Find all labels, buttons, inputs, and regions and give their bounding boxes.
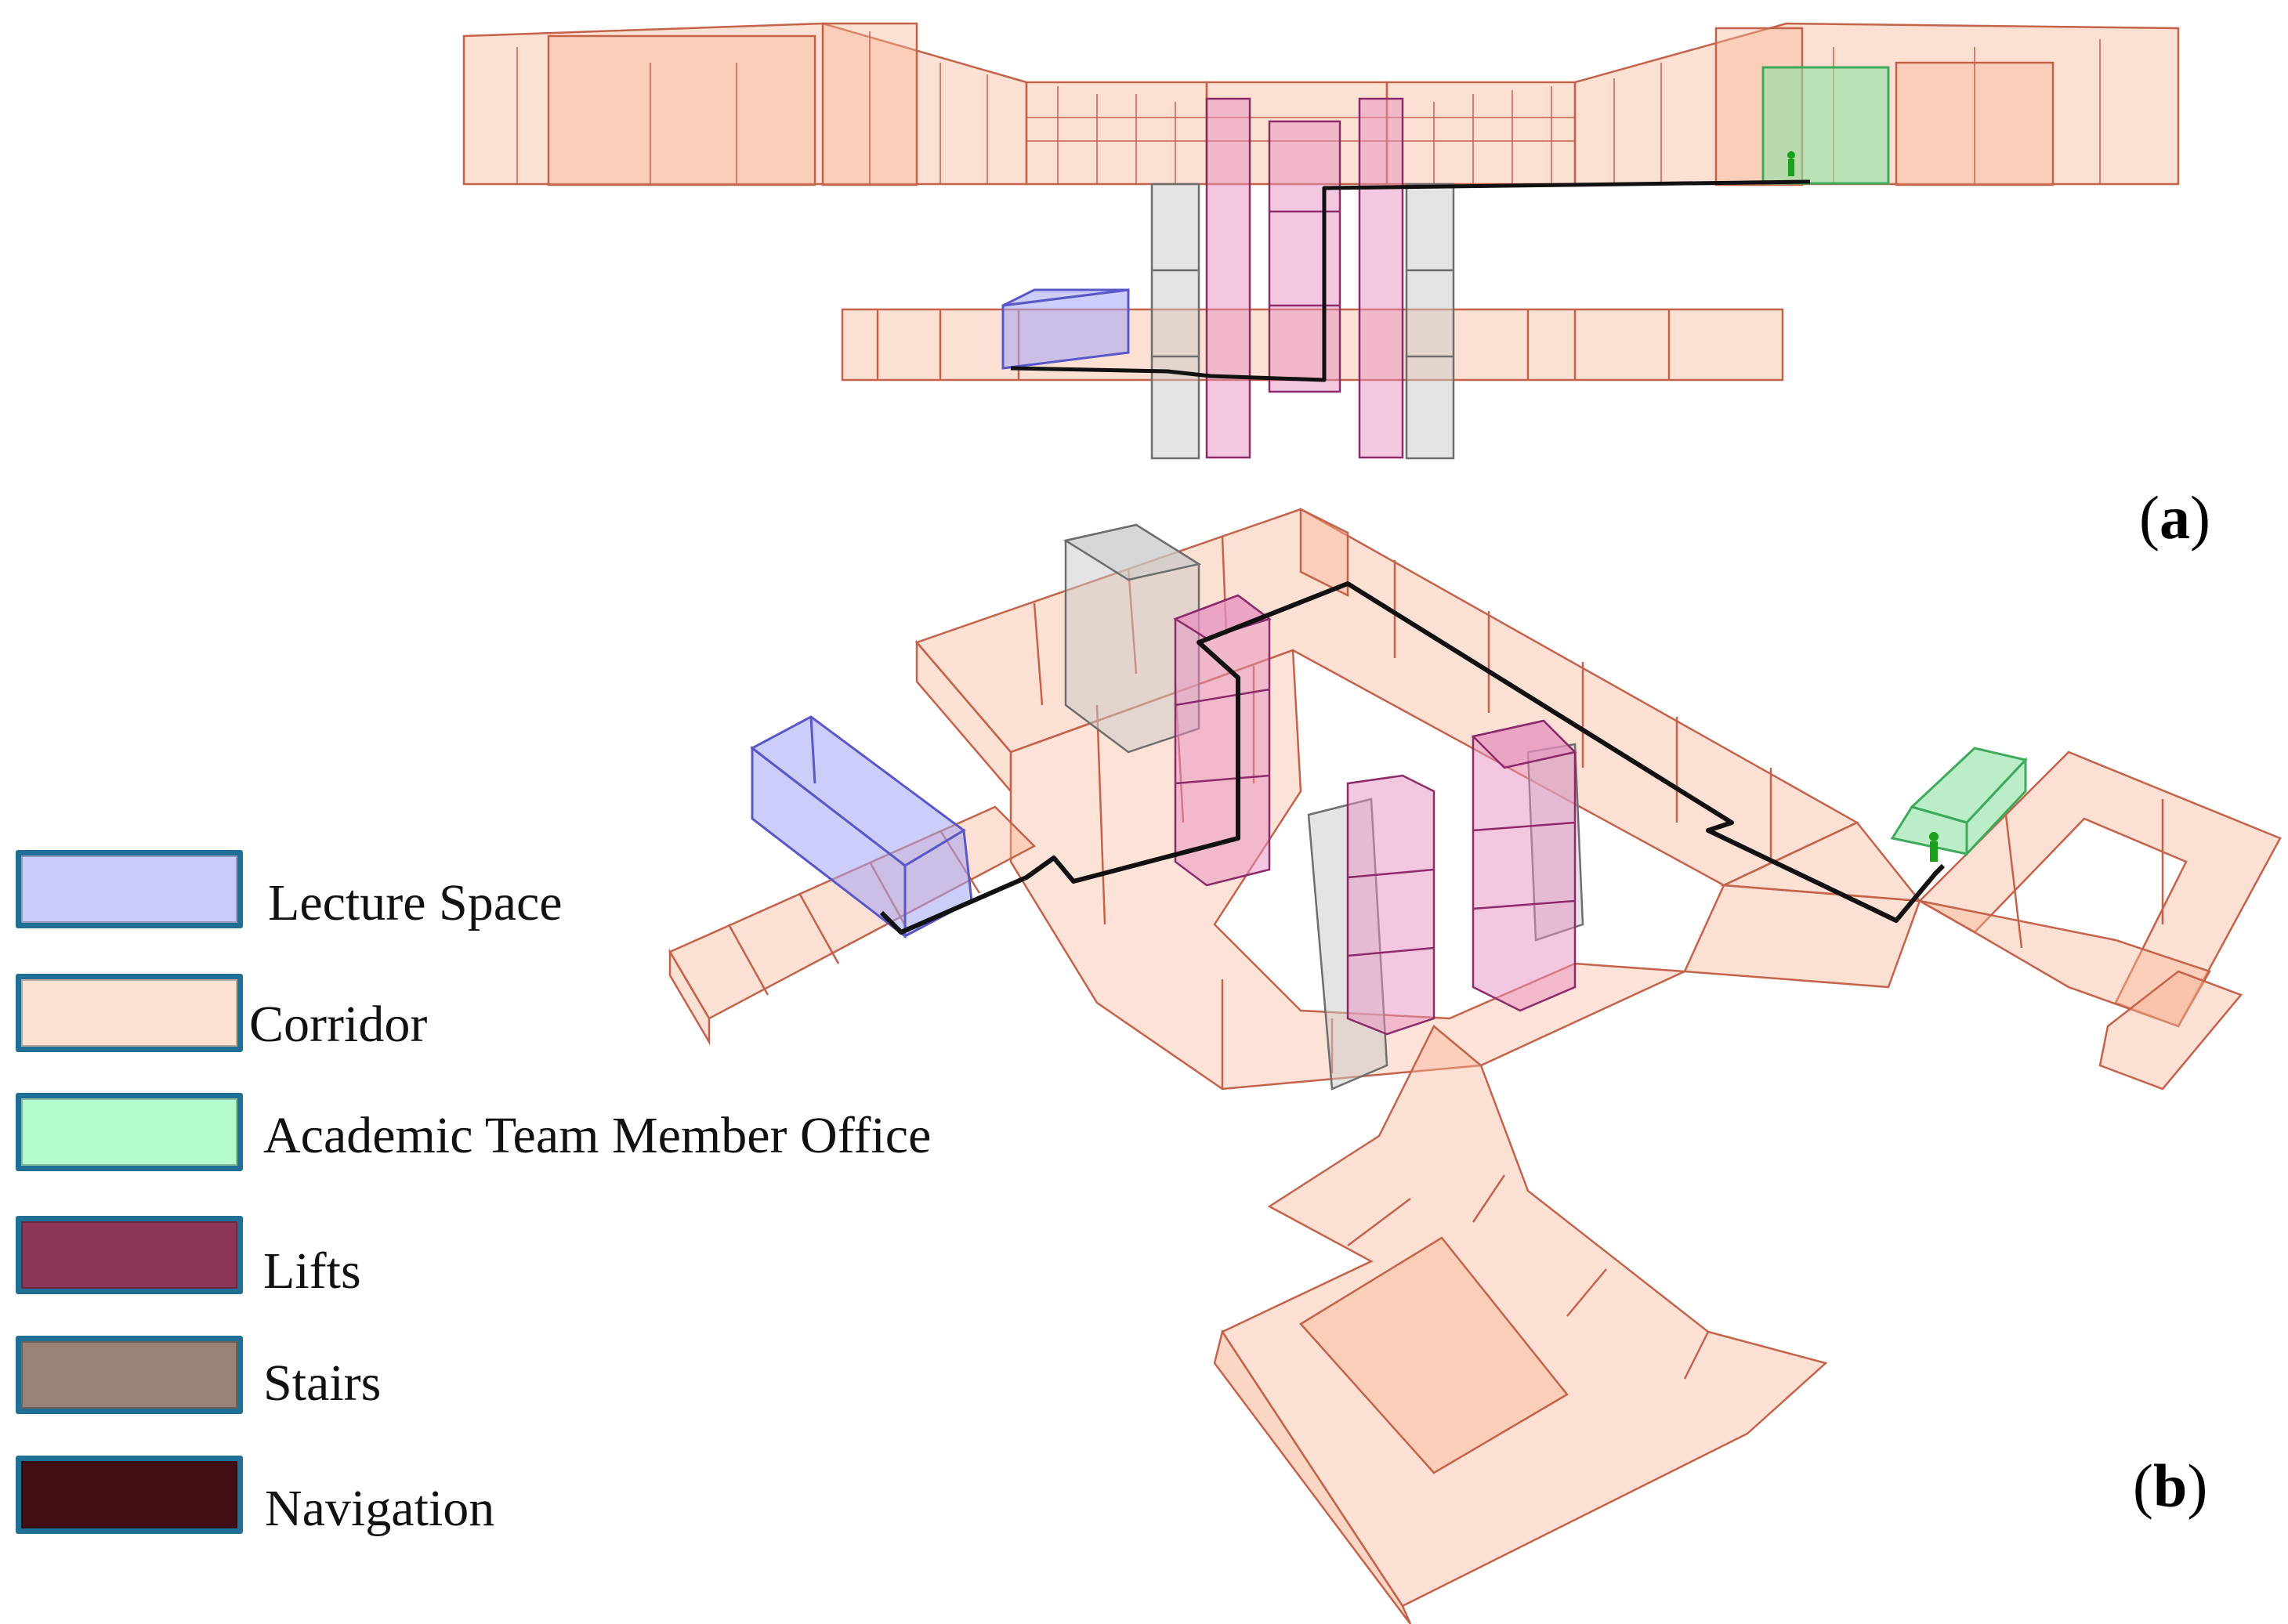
legend-label-lecture-space: Lecture Space <box>268 874 563 931</box>
office-elevation <box>1761 66 1890 185</box>
panel-label-a: (a) <box>2139 483 2210 552</box>
legend-item-lecture-space <box>16 846 243 932</box>
navigation-path-elevation <box>1010 179 1811 382</box>
legend-swatch-corridor <box>16 974 243 1052</box>
stairs-shafts-elevation <box>1150 183 1455 460</box>
corridor-loop-right <box>1917 751 2282 1091</box>
legend-label-navigation: Navigation <box>265 1480 495 1537</box>
office-3d <box>1890 747 2028 857</box>
lecture-space-3d <box>750 715 973 939</box>
person-icon <box>1929 832 1939 862</box>
elevation-view-panel <box>462 22 2180 460</box>
navigation-path-3d <box>879 581 1946 935</box>
panel-label-b: (b) <box>2133 1452 2208 1520</box>
legend-label-corridor: Corridor <box>249 996 428 1053</box>
lift-shafts-elevation <box>1205 97 1404 459</box>
legend-swatch-lifts <box>16 1216 243 1294</box>
lecture-space-elevation <box>1001 288 1130 370</box>
corridor-east-wing <box>1683 821 1922 989</box>
legend-item-office <box>16 1089 243 1175</box>
legend-item-stairs <box>16 1332 243 1418</box>
legend-label-stairs: Stairs <box>263 1355 382 1412</box>
legend-swatch-navigation <box>16 1456 243 1534</box>
legend-item-navigation <box>16 1452 243 1538</box>
legend-swatch-lecture-space <box>16 850 243 928</box>
legend-swatch-office <box>16 1093 243 1171</box>
perspective-view-panel <box>668 507 2282 1624</box>
lift-towers <box>1173 594 1577 1036</box>
person-icon <box>1787 151 1795 176</box>
legend-item-lifts <box>16 1212 243 1298</box>
legend-item-corridor <box>16 970 243 1056</box>
legend-swatch-stairs <box>16 1336 243 1414</box>
corridor-loop-south <box>1213 1025 1828 1624</box>
legend-label-office: Academic Team Member Office <box>263 1107 932 1164</box>
legend-label-lifts: Lifts <box>263 1242 361 1300</box>
